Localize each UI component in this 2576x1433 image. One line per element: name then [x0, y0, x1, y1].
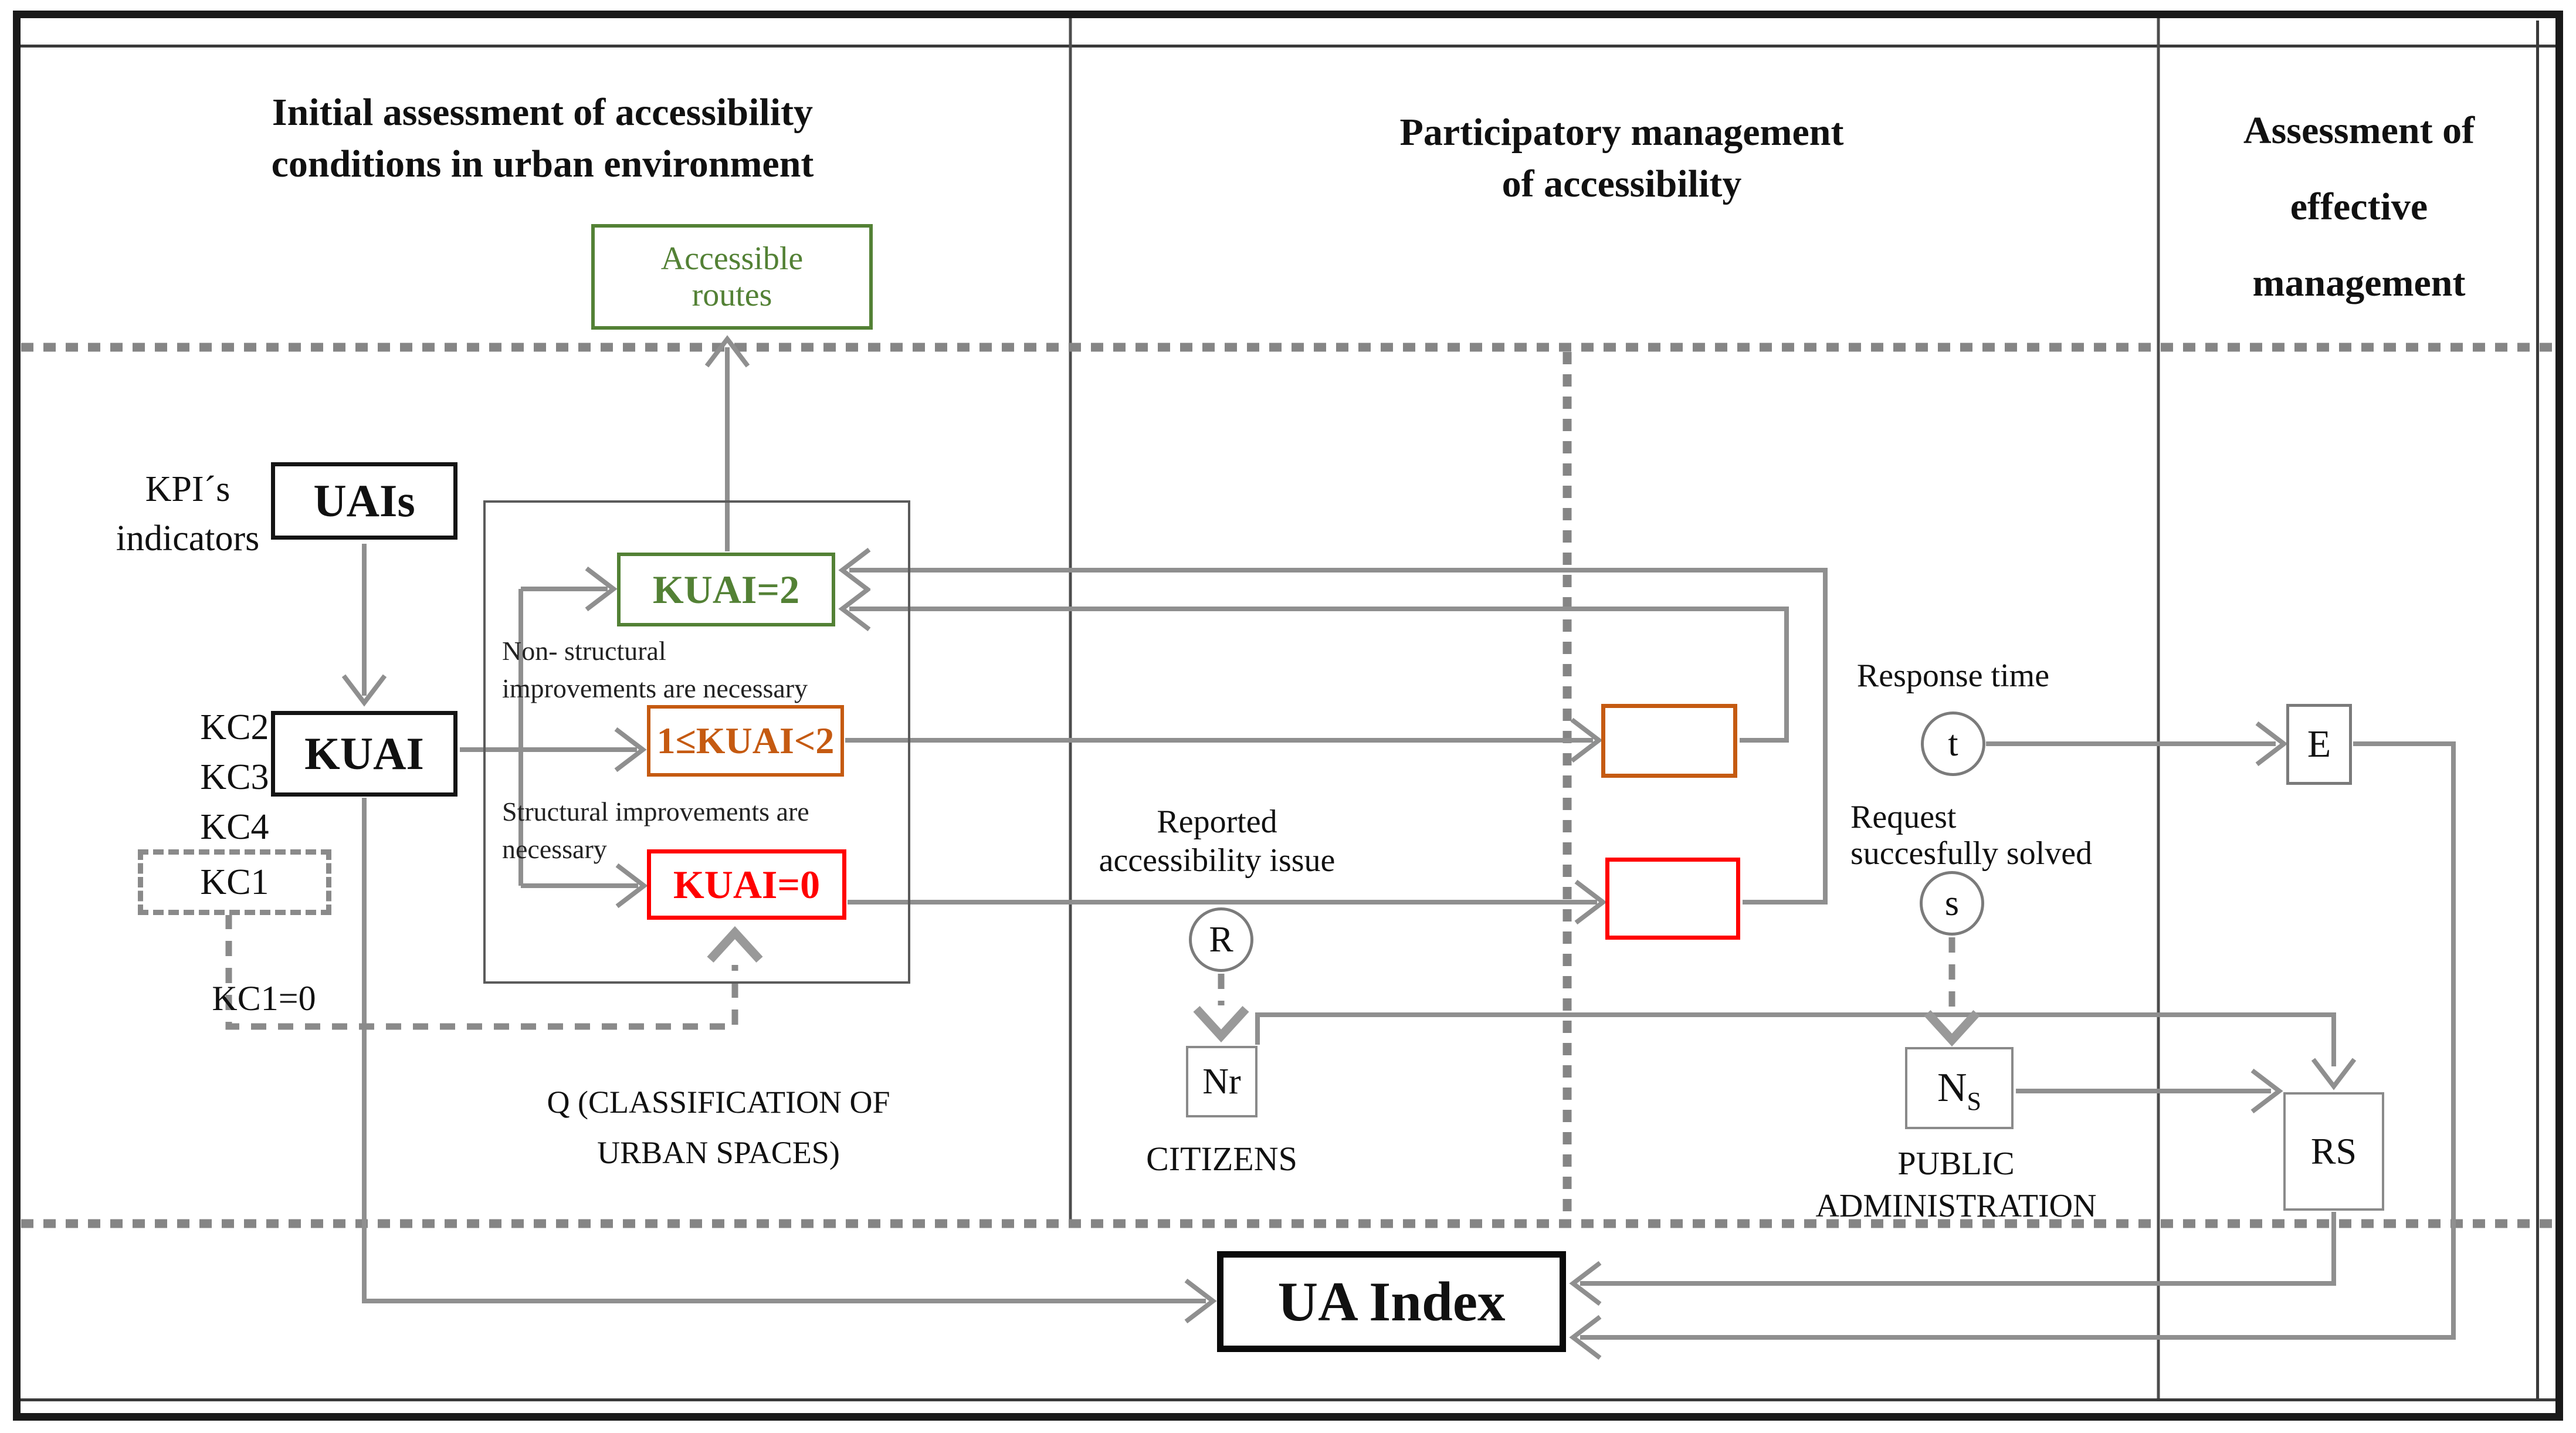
accessible-routes-line2: routes: [692, 277, 772, 313]
q-classification-label: Q (CLASSIFICATION OF URBAN SPACES): [487, 1077, 950, 1178]
header-col1-line2: conditions in urban environment: [271, 143, 814, 185]
accessible-routes-line1: Accessible: [660, 240, 804, 277]
s-label: s: [1944, 883, 1960, 923]
arrow-uais-to-kuai: [341, 544, 387, 707]
kpi-line2: indicators: [116, 519, 260, 558]
public-administration-label: PUBLIC ADMINISTRATION: [1751, 1143, 2161, 1227]
kc4-label: KC4: [200, 807, 269, 847]
header-col2-line1: Participatory management: [1399, 111, 1844, 154]
q-line2: URBAN SPACES): [597, 1135, 840, 1170]
orange-request-box: [1601, 704, 1737, 778]
t-label: t: [1948, 723, 1958, 764]
kc3-label: KC3: [200, 757, 269, 797]
kuai-label: KUAI: [304, 728, 424, 779]
response-time-label: Response time: [1856, 658, 2050, 694]
kc1-label: KC1: [200, 862, 269, 902]
arrow-kuai2-to-routes: [704, 335, 750, 551]
r-label: R: [1209, 919, 1233, 960]
figure-border: [13, 11, 2563, 1421]
non-structural-label: Non- structural improvements are necessa…: [502, 632, 866, 707]
loop-red-box-to-kuai2: [838, 547, 1828, 904]
chevron-r-into-nr: [1193, 1005, 1249, 1043]
header-col2: Participatory management of accessibilit…: [1240, 107, 2003, 210]
kc2-label: KC2: [200, 707, 269, 747]
kpi-line1: KPI´s: [145, 469, 231, 509]
ua-index-box: UA Index: [1217, 1251, 1566, 1352]
arrow-kuai0-to-red-box: [848, 879, 1607, 925]
kuai0-label: KUAI=0: [673, 862, 821, 907]
chevron-kc1-into-kuai0: [707, 926, 763, 963]
ns-base: N: [1937, 1065, 1967, 1110]
header-col3: Assessment of effective management: [2189, 93, 2529, 321]
inner-top-rule: [21, 45, 2555, 48]
structural-label: Structural improvements are necessary: [502, 793, 877, 868]
arrow-kuaimid-to-orange-box: [845, 717, 1603, 763]
arrow-kuai-to-uaindex: [362, 798, 1217, 1324]
dashed-kc1-route: [225, 914, 738, 1030]
arrow-kuai-to-kuaimid: [460, 727, 647, 773]
rs-label: RS: [2310, 1130, 2357, 1172]
kuai0-box: KUAI=0: [647, 849, 846, 920]
kuai2-label: KUAI=2: [652, 567, 800, 612]
structural-line1: Structural improvements are: [502, 797, 809, 826]
request-solved-label: Request succesfully solved: [1850, 799, 2214, 872]
reported-line2: accessibility issue: [1099, 842, 1336, 879]
header-col1: Initial assessment of accessibility cond…: [158, 87, 927, 190]
inner-right-rule: [2536, 21, 2539, 1401]
uais-label: UAIs: [313, 475, 415, 526]
r-circle: R: [1189, 907, 1253, 972]
rs-box: RS: [2283, 1092, 2384, 1211]
reported-issue-label: Reported accessibility issue: [1023, 802, 1411, 880]
public-line2: ADMINISTRATION: [1815, 1188, 2097, 1224]
nr-label: Nr: [1202, 1061, 1241, 1102]
red-request-box: [1605, 858, 1740, 940]
request-line2: succesfully solved: [1850, 835, 2093, 872]
non-structural-line1: Non- structural: [502, 636, 666, 666]
uais-box: UAIs: [271, 462, 457, 540]
kc1-zero-label: KC1=0: [212, 979, 316, 1018]
arrow-ns-to-rs: [2016, 1068, 2283, 1114]
kuai-mid-box: 1≤KUAI<2: [647, 705, 844, 777]
s-circle: s: [1920, 871, 1984, 936]
chevron-s-into-ns: [1924, 1009, 1980, 1047]
q-line1: Q (CLASSIFICATION OF: [547, 1085, 890, 1120]
ua-index-label: UA Index: [1277, 1271, 1506, 1333]
kc1-dotted-box: KC1: [138, 849, 331, 915]
t-circle: t: [1921, 712, 1985, 776]
header-col2-line2: of accessibility: [1501, 162, 1742, 205]
e-box: E: [2286, 704, 2352, 785]
public-line1: PUBLIC: [1897, 1146, 2015, 1182]
arrow-branch-to-kuai0: [521, 863, 648, 909]
inner-bottom-rule: [21, 1398, 2555, 1401]
arrow-branch-to-kuai2: [521, 566, 618, 612]
kuai-mid-label: 1≤KUAI<2: [656, 720, 835, 761]
request-line1: Request: [1850, 799, 1957, 835]
accessible-routes-box: Accessible routes: [591, 224, 873, 330]
nr-box: Nr: [1186, 1046, 1258, 1117]
loop-e-to-uaindex: [1569, 741, 2456, 1360]
line-nr-junction-to-rs: [1255, 1012, 2357, 1090]
classification-container: [483, 500, 910, 984]
kuai2-box: KUAI=2: [617, 553, 835, 626]
e-label: E: [2307, 723, 2331, 765]
line-rs-to-uaindex: [1569, 1212, 2336, 1306]
arrow-t-to-e: [1986, 721, 2288, 767]
header-col3-line1: Assessment of: [2243, 109, 2475, 152]
header-col1-line1: Initial assessment of accessibility: [272, 91, 814, 134]
header-col3-line3: management: [2252, 262, 2466, 304]
kpi-indicators-label: KPI´s indicators: [35, 465, 340, 563]
loop-orange-box-to-kuai2: [838, 586, 1789, 743]
non-structural-line2: improvements are necessary: [502, 673, 808, 703]
reported-line1: Reported: [1157, 804, 1277, 840]
ns-subscript: S: [1967, 1087, 1982, 1116]
kuai-box: KUAI: [271, 711, 457, 797]
header-col3-line2: effective: [2290, 185, 2428, 228]
citizens-label: CITIZENS: [1146, 1140, 1297, 1178]
structural-line2: necessary: [502, 834, 607, 864]
